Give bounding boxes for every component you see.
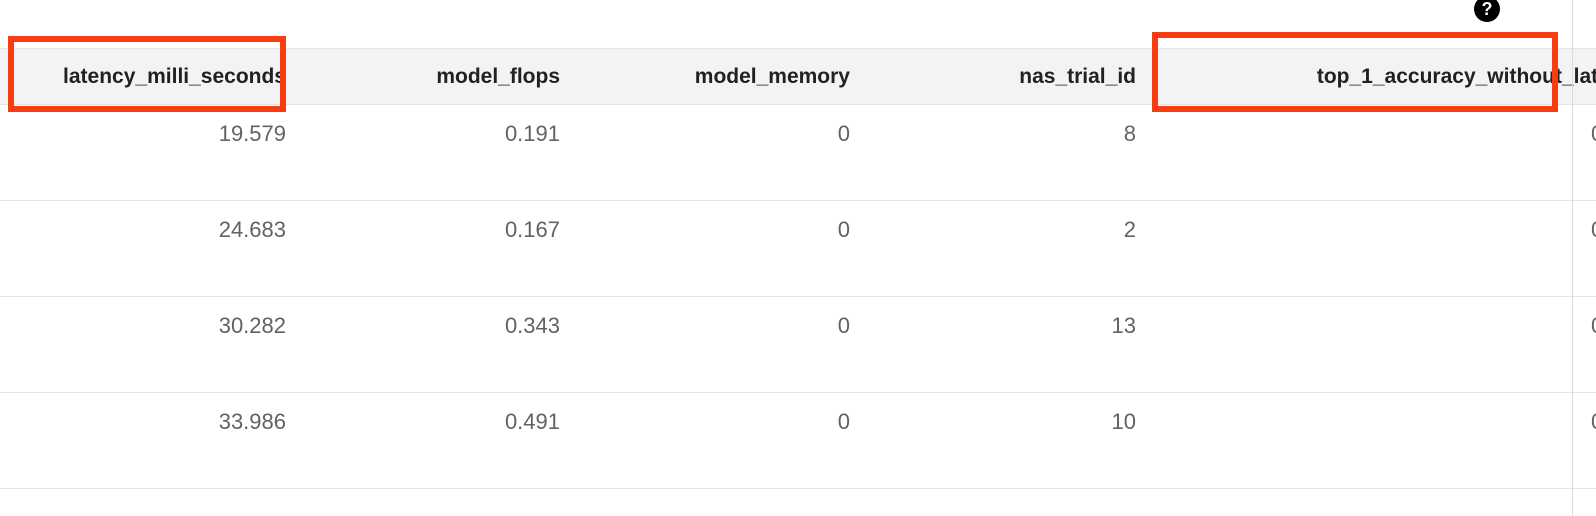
table-row[interactable]: 30.282 0.343 0 13 0.678	[0, 296, 1596, 393]
cell-latency-milli-seconds: 30.282	[0, 296, 304, 393]
cell-latency-milli-seconds: 24.683	[0, 200, 304, 297]
cell-model-memory: 0	[578, 104, 868, 201]
cell-top-1-accuracy-without-latency: 0.678	[1154, 296, 1596, 393]
cell-nas-trial-id: 8	[868, 104, 1154, 201]
column-header-model-flops[interactable]: model_flops	[304, 48, 578, 105]
table-header: latency_milli_seconds model_flops model_…	[0, 48, 1596, 105]
cell-latency-milli-seconds: 33.986	[0, 392, 304, 489]
table-body: 19.579 0.191 0 8 0.643 24.683 0.167 0 2 …	[0, 104, 1596, 489]
cell-model-memory: 0	[578, 392, 868, 489]
results-table: latency_milli_seconds model_flops model_…	[0, 48, 1596, 489]
cell-nas-trial-id: 2	[868, 200, 1154, 297]
table-row[interactable]: 33.986 0.491 0 10 0.672	[0, 392, 1596, 489]
table-row[interactable]: 19.579 0.191 0 8 0.643	[0, 104, 1596, 201]
cell-nas-trial-id: 13	[868, 296, 1154, 393]
cell-latency-milli-seconds: 19.579	[0, 104, 304, 201]
column-header-model-memory[interactable]: model_memory	[578, 48, 868, 105]
table-header-row: latency_milli_seconds model_flops model_…	[0, 48, 1596, 105]
cell-top-1-accuracy-without-latency: 0.672	[1154, 392, 1596, 489]
column-divider[interactable]	[1572, 0, 1573, 516]
table-row[interactable]: 24.683 0.167 0 2 0.647	[0, 200, 1596, 297]
cell-model-memory: 0	[578, 296, 868, 393]
column-header-top-1-accuracy-without-latency[interactable]: top_1_accuracy_without_latency	[1154, 48, 1596, 105]
help-icon[interactable]: ?	[1474, 0, 1500, 22]
cell-model-flops: 0.343	[304, 296, 578, 393]
cell-model-memory: 0	[578, 200, 868, 297]
cell-nas-trial-id: 10	[868, 392, 1154, 489]
cell-model-flops: 0.191	[304, 104, 578, 201]
column-header-nas-trial-id[interactable]: nas_trial_id	[868, 48, 1154, 105]
cell-top-1-accuracy-without-latency: 0.643	[1154, 104, 1596, 201]
cell-model-flops: 0.167	[304, 200, 578, 297]
column-header-latency-milli-seconds[interactable]: latency_milli_seconds	[0, 48, 304, 105]
cell-model-flops: 0.491	[304, 392, 578, 489]
cell-top-1-accuracy-without-latency: 0.647	[1154, 200, 1596, 297]
